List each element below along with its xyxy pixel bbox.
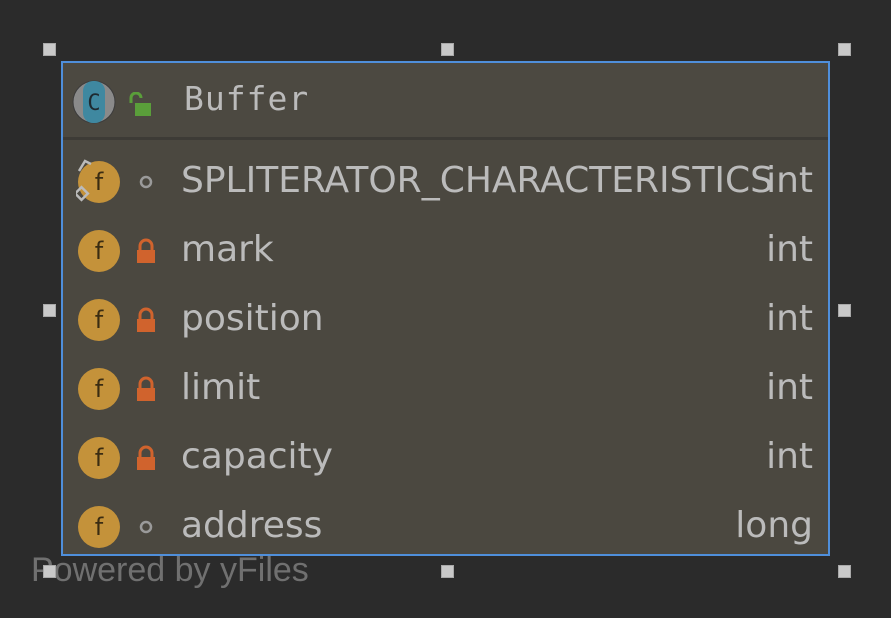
resize-handle-right[interactable]: [838, 304, 851, 317]
field-type: int: [766, 229, 813, 270]
field-name: mark: [181, 229, 274, 270]
class-name: Buffer: [184, 79, 310, 118]
resize-handle-bottom-right[interactable]: [838, 565, 851, 578]
field-name: limit: [181, 367, 261, 408]
field-icon: f: [78, 506, 120, 548]
svg-text:f: f: [95, 444, 104, 472]
field-icon: f: [78, 437, 120, 479]
field-type: int: [766, 436, 813, 477]
lock-icon: [137, 238, 155, 263]
unlock-icon: [129, 92, 151, 116]
resize-handle-bottom-left[interactable]: [43, 565, 56, 578]
resize-handle-bottom[interactable]: [441, 565, 454, 578]
field-row[interactable]: f address long: [63, 492, 828, 554]
field-icon: f: [78, 230, 120, 272]
lock-icon: [137, 445, 155, 470]
field-row[interactable]: f capacity int: [63, 423, 828, 492]
class-icon: C: [72, 80, 116, 124]
package-visibility-icon: [139, 520, 153, 534]
svg-text:f: f: [95, 306, 104, 334]
field-type: int: [766, 367, 813, 408]
class-kind-letter: C: [87, 91, 100, 116]
resize-handle-top[interactable]: [441, 43, 454, 56]
field-type: int: [766, 298, 813, 339]
field-row[interactable]: f position int: [63, 285, 828, 354]
field-name: SPLITERATOR_CHARACTERISTICS: [181, 160, 774, 201]
field-name: position: [181, 298, 324, 339]
field-type: int: [766, 160, 813, 201]
field-icon: f: [78, 299, 120, 341]
class-node-header: C Buffer: [63, 63, 828, 140]
field-row[interactable]: f mark int: [63, 216, 828, 285]
field-icon: f: [78, 368, 120, 410]
resize-handle-left[interactable]: [43, 304, 56, 317]
svg-text:f: f: [95, 513, 104, 541]
package-visibility-icon: [139, 175, 153, 189]
resize-handle-top-left[interactable]: [43, 43, 56, 56]
static-field-icon: f: [76, 159, 120, 203]
svg-text:f: f: [95, 168, 104, 196]
field-type: long: [735, 505, 813, 546]
svg-text:f: f: [95, 375, 104, 403]
field-name: capacity: [181, 436, 333, 477]
field-name: address: [181, 505, 323, 546]
lock-icon: [137, 307, 155, 332]
resize-handle-top-right[interactable]: [838, 43, 851, 56]
watermark: Powered by yFiles: [31, 551, 309, 589]
field-row[interactable]: f limit int: [63, 354, 828, 423]
svg-text:f: f: [95, 237, 104, 265]
lock-icon: [137, 376, 155, 401]
